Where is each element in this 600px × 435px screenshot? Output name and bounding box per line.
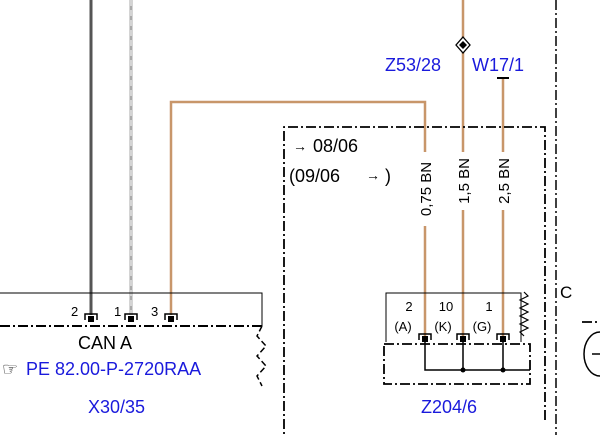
z204-6-label[interactable]: Z204/6 <box>421 397 477 417</box>
can-a-label: CAN A <box>78 333 132 353</box>
date-from-label: 08/06 <box>313 136 358 156</box>
z204-pin-label: 1 <box>485 299 492 314</box>
w17-1-label[interactable]: W17/1 <box>472 55 524 75</box>
x30-35-label[interactable]: X30/35 <box>88 397 145 417</box>
date-close-paren: ) <box>385 166 391 186</box>
date-to-label: (09/06 <box>289 166 340 186</box>
z204-pin-label: 2 <box>405 299 412 314</box>
z204-subpin-label: (A) <box>394 319 411 334</box>
z204-connector-outline <box>385 292 522 342</box>
pointing-hand-icon: ☞ <box>2 359 18 379</box>
x30-pin-label: 3 <box>151 304 158 319</box>
z204-subpin-label: (G) <box>473 319 492 334</box>
x30-pin-label: 1 <box>114 304 121 319</box>
z204-pin-label: 10 <box>439 299 453 314</box>
wire-label-15: 1,5 BN <box>456 158 473 204</box>
resistor-icon <box>518 291 530 337</box>
x30-connector-outline <box>0 292 263 326</box>
x30-pin-label: 2 <box>71 304 78 319</box>
z204-subpin-label: (K) <box>434 319 451 334</box>
wire-label-075: 0,75 BN <box>418 162 435 216</box>
arrow-right-icon: → <box>366 167 380 183</box>
pe-reference-link[interactable]: PE 82.00-P-2720RAA <box>26 359 201 379</box>
arrow-right-icon: → <box>293 138 307 154</box>
z204-internal-bridge <box>424 342 530 371</box>
z204-enclosure <box>283 126 546 435</box>
z204-pins <box>418 333 510 342</box>
component-c-partial <box>583 331 600 377</box>
c-label: C <box>560 283 572 302</box>
z53-28-label[interactable]: Z53/28 <box>385 55 441 75</box>
wire-label-25: 2,5 BN <box>496 158 513 204</box>
x30-pins <box>84 313 178 322</box>
